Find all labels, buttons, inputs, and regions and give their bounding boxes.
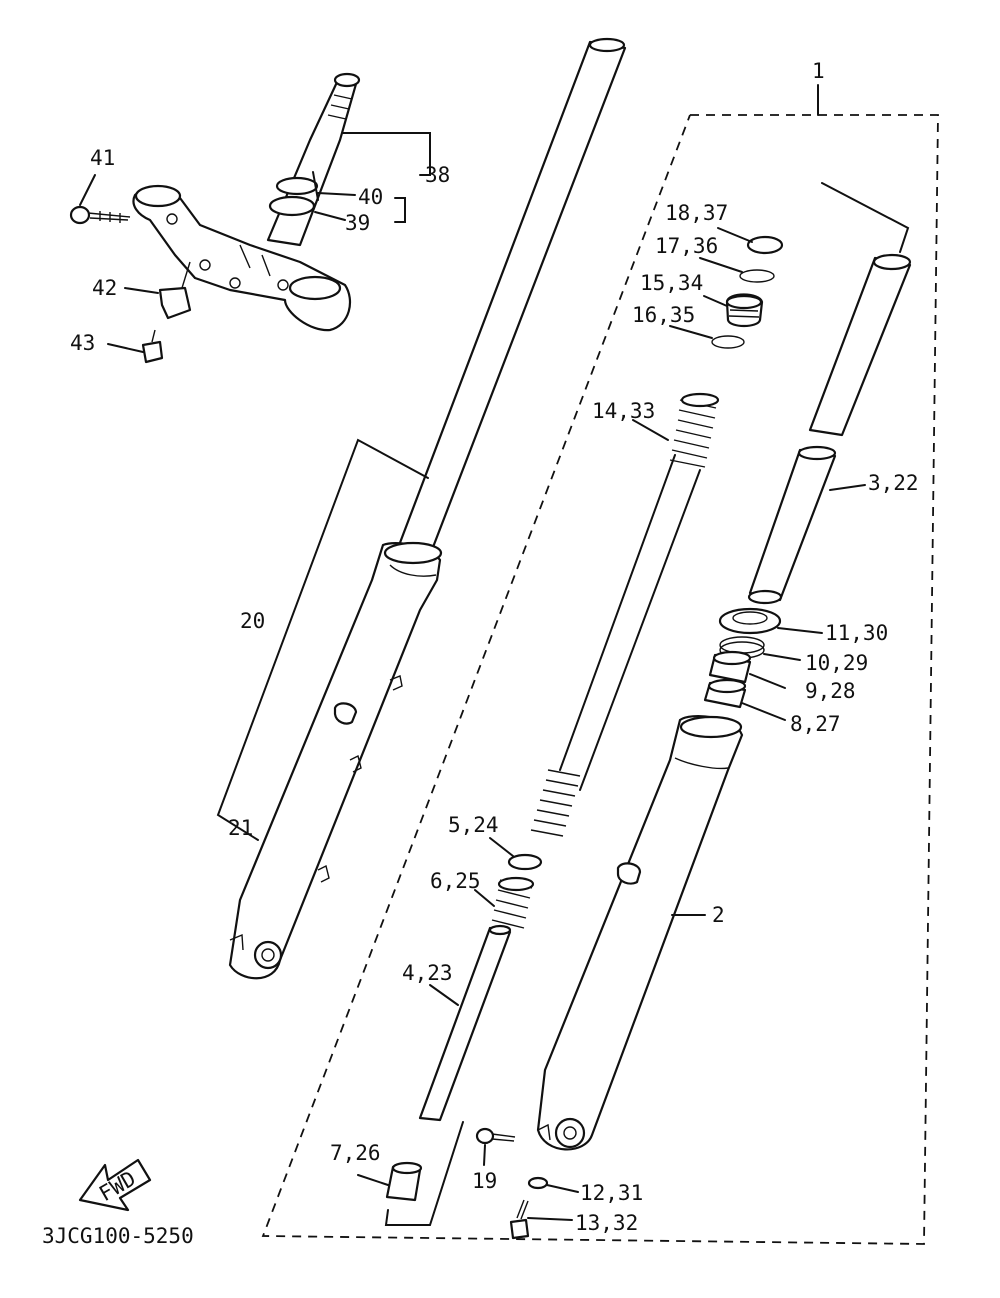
outer-tube-2 [536, 715, 744, 1151]
fwd-arrow-icon: FWD [78, 1158, 152, 1212]
screw-43 [107, 329, 164, 364]
callout-12-31: 12,31 [580, 1181, 643, 1205]
callout-42: 42 [92, 276, 117, 300]
callout-38: 38 [425, 163, 450, 187]
bracket-20-21 [216, 438, 429, 841]
inner-tube-3-22 [747, 253, 912, 605]
callout-4-23: 4,23 [402, 961, 453, 985]
assembly-boundary [261, 84, 939, 1245]
callout-16-35: 16,35 [632, 303, 695, 327]
callout-6-25: 6,25 [430, 869, 481, 893]
diagram-code: 3JCG100-5250 [42, 1224, 194, 1248]
cap-bolt-15-34 [703, 293, 764, 328]
callout-40: 40 [358, 185, 383, 209]
callout-14-33: 14,33 [592, 399, 655, 423]
callout-7-26: 7,26 [330, 1141, 381, 1165]
callout-11-30: 11,30 [825, 621, 888, 645]
o-ring-16-35 [711, 335, 745, 349]
callout-8-27: 8,27 [790, 712, 841, 736]
callout-17-36: 17,36 [655, 234, 718, 258]
callout-41: 41 [90, 146, 115, 170]
washer-5-24 [507, 853, 543, 871]
callout-3-22: 3,22 [868, 471, 919, 495]
callout-15-34: 15,34 [640, 271, 703, 295]
damper-rod-4-23 [418, 924, 512, 1122]
callout-10-29: 10,29 [805, 651, 868, 675]
callout-2: 2 [712, 903, 725, 927]
oil-lock-7-26 [357, 1161, 423, 1202]
fork-spring-14-33 [530, 392, 720, 837]
bracket-7-26 [384, 1121, 464, 1226]
clamp-42 [124, 261, 192, 320]
callout-13-32: 13,32 [575, 1211, 638, 1235]
callout-5-24: 5,24 [448, 813, 499, 837]
bracket-3-22 [821, 182, 910, 253]
left-fork-assembly [228, 37, 627, 980]
callout-1: 1 [812, 59, 825, 83]
bushing-8-27 [703, 678, 786, 721]
oil-seal-11-30 [718, 607, 823, 635]
cap-18-37 [746, 235, 784, 255]
callout-20: 20 [240, 609, 265, 633]
steering-stem-assembly [132, 72, 361, 332]
rebound-spring-6-25 [474, 876, 535, 929]
callout-19: 19 [472, 1169, 497, 1193]
clip-10-29 [719, 636, 801, 661]
callout-18-37: 18,37 [665, 201, 728, 225]
bolt-41 [69, 174, 131, 225]
bolt-13-32 [509, 1199, 573, 1240]
drain-screw-19 [475, 1127, 516, 1166]
callout-43: 43 [70, 331, 95, 355]
bushing-9-28 [708, 650, 786, 689]
callout-9-28: 9,28 [805, 679, 856, 703]
callout-21: 21 [228, 816, 253, 840]
callout-39: 39 [345, 211, 370, 235]
stem-callout-brackets [314, 132, 431, 223]
ring-17-36 [739, 269, 775, 283]
washer-12-31 [527, 1176, 549, 1190]
